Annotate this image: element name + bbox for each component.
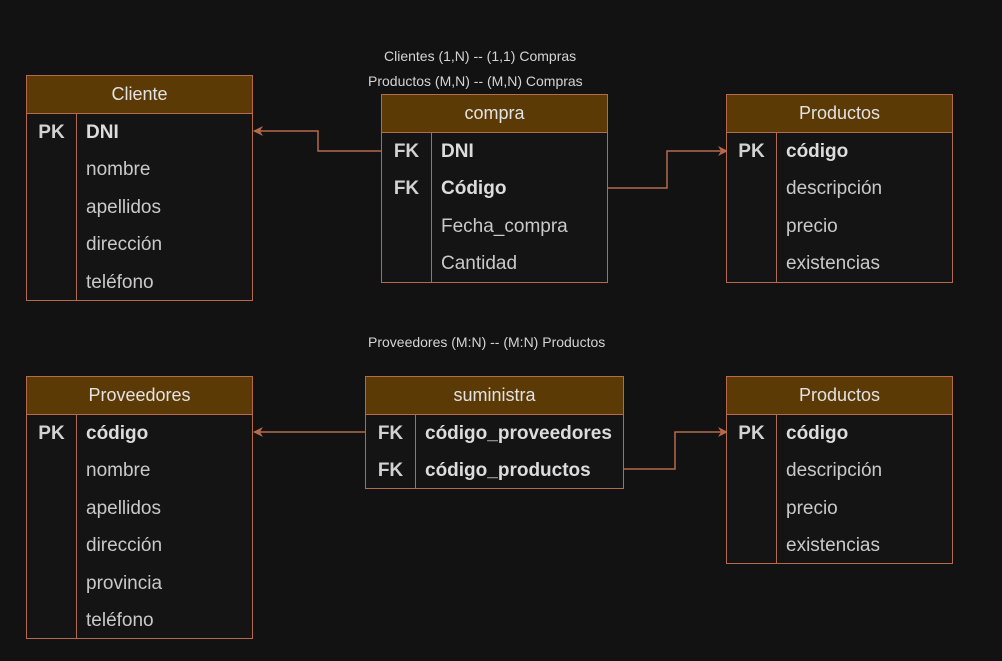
key-label: FK xyxy=(377,460,404,482)
field-name: código xyxy=(786,141,849,162)
entity-compra[interactable]: compra FK DNI FK Código Fecha_compra Canti… xyxy=(381,94,608,283)
entity-productos-compras-title[interactable]: Productos xyxy=(727,95,952,133)
table-row[interactable]: teléfono xyxy=(27,264,252,301)
field-name: precio xyxy=(786,215,838,237)
field-name: código_proveedores xyxy=(425,423,612,444)
table-row[interactable]: apellidos xyxy=(27,189,252,226)
field-name: DNI xyxy=(441,141,474,162)
field-name: precio xyxy=(786,497,838,519)
key-label: PK xyxy=(738,423,765,444)
table-row[interactable]: FK código_productos xyxy=(366,452,623,489)
field-name: teléfono xyxy=(86,271,154,293)
key-column-divider xyxy=(431,133,432,283)
table-row[interactable]: nombre xyxy=(27,452,252,489)
field-name: código_productos xyxy=(425,460,591,482)
key-label: PK xyxy=(38,122,65,143)
table-row[interactable]: teléfono xyxy=(27,602,252,639)
field-name: existencias xyxy=(786,535,880,557)
table-row[interactable]: PK código xyxy=(27,415,252,452)
entity-suministra[interactable]: suministra FK código_proveedores FK código… xyxy=(365,376,624,489)
field-name: descripción xyxy=(786,460,883,482)
table-row[interactable]: PK código xyxy=(727,415,952,452)
key-label: PK xyxy=(738,141,765,162)
table-row[interactable]: FK Código xyxy=(382,170,607,207)
field-name: DNI xyxy=(86,122,119,143)
field-name: existencias xyxy=(786,253,880,275)
note-compras-cardinality-2: Productos (M,N) -- (M,N) Compras xyxy=(368,73,583,89)
table-row[interactable]: precio xyxy=(727,208,952,245)
field-name: dirección xyxy=(86,535,163,557)
table-row[interactable]: Cantidad xyxy=(382,245,607,282)
field-name: apellidos xyxy=(86,196,161,218)
field-name: código xyxy=(786,423,849,444)
note-suministra-cardinality: Proveedores (M:N) -- (M:N) Productos xyxy=(368,334,606,350)
table-row[interactable]: descripción xyxy=(727,452,952,489)
field-name: apellidos xyxy=(86,497,161,519)
table-row[interactable]: nombre xyxy=(27,151,252,188)
field-name: Código xyxy=(441,178,507,200)
key-label: FK xyxy=(393,141,420,162)
field-name: teléfono xyxy=(86,609,154,631)
entity-proveedores-title[interactable]: Proveedores xyxy=(27,377,252,415)
entity-compra-rows: FK DNI FK Código Fecha_compra Cantidad xyxy=(382,133,607,283)
field-name: Cantidad xyxy=(441,253,518,275)
table-row[interactable]: dirección xyxy=(27,527,252,564)
entity-productos-suministra[interactable]: Productos PK código descripción precio ex… xyxy=(726,376,953,564)
connector-compra-cliente[interactable] xyxy=(253,126,382,152)
field-name: nombre xyxy=(86,460,151,482)
entity-suministra-title[interactable]: suministra xyxy=(366,377,623,415)
key-column-divider xyxy=(76,114,77,301)
key-label: PK xyxy=(38,423,65,444)
connector-suministra-productos[interactable] xyxy=(623,427,728,470)
entity-compra-title[interactable]: compra xyxy=(382,95,607,133)
entity-cliente-rows: PK DNI nombre apellidos dirección teléfon… xyxy=(27,114,252,301)
entity-cliente[interactable]: Cliente PK DNI nombre apellidos dirección… xyxy=(26,75,253,301)
table-row[interactable]: FK código_proveedores xyxy=(366,415,623,452)
table-row[interactable]: descripción xyxy=(727,170,952,207)
table-row[interactable]: PK DNI xyxy=(27,114,252,151)
connector-compra-productos[interactable] xyxy=(607,146,728,189)
key-label: FK xyxy=(377,423,404,444)
entity-cliente-title[interactable]: Cliente xyxy=(27,76,252,114)
entity-productos-compras-rows: PK código descripción precio existencias xyxy=(727,133,952,283)
table-row[interactable]: provincia xyxy=(27,565,252,602)
table-row[interactable]: precio xyxy=(727,490,952,527)
entity-productos-compras[interactable]: Productos PK código descripción precio ex… xyxy=(726,94,953,283)
table-row[interactable]: Fecha_compra xyxy=(382,208,607,245)
table-row[interactable]: apellidos xyxy=(27,490,252,527)
entity-suministra-rows: FK código_proveedores FK código_productos xyxy=(366,415,623,490)
field-name: nombre xyxy=(86,159,151,181)
table-row[interactable]: existencias xyxy=(727,527,952,564)
key-column-divider xyxy=(76,415,77,639)
field-name: provincia xyxy=(86,572,163,594)
table-row[interactable]: FK DNI xyxy=(382,133,607,170)
table-row[interactable]: PK código xyxy=(727,133,952,170)
key-column-divider xyxy=(776,415,777,564)
field-name: código xyxy=(86,423,149,444)
field-name: descripción xyxy=(786,178,883,200)
field-name: Fecha_compra xyxy=(441,215,568,237)
entity-proveedores[interactable]: Proveedores PK código nombre apellidos di… xyxy=(26,376,253,639)
key-column-divider xyxy=(415,415,416,489)
entity-productos-suministra-rows: PK código descripción precio existencias xyxy=(727,415,952,565)
key-label: FK xyxy=(393,178,420,200)
key-column-divider xyxy=(776,133,777,283)
field-name: dirección xyxy=(86,234,163,256)
entity-proveedores-rows: PK código nombre apellidos dirección prov… xyxy=(27,415,252,639)
note-compras-cardinality-1: Clientes (1,N) -- (1,1) Compras xyxy=(384,48,577,64)
table-row[interactable]: existencias xyxy=(727,245,952,282)
entity-productos-suministra-title[interactable]: Productos xyxy=(727,377,952,415)
table-row[interactable]: dirección xyxy=(27,226,252,263)
